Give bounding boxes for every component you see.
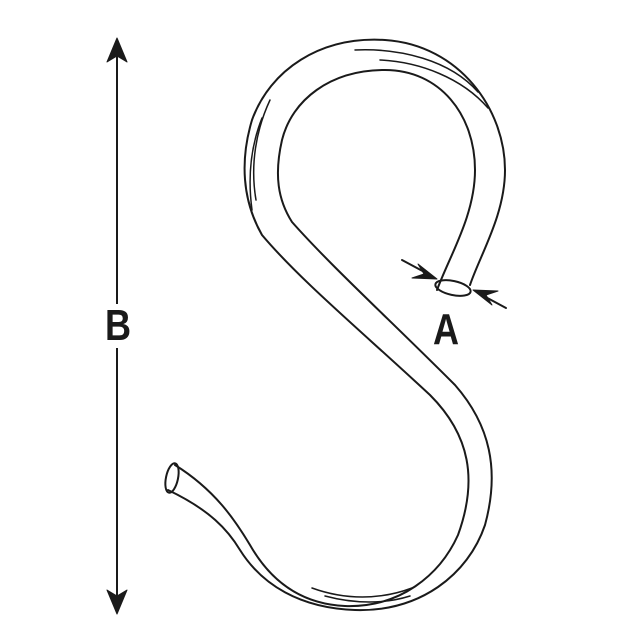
dimension-a-arrow-left xyxy=(411,263,438,280)
dimension-b-label: B xyxy=(101,304,135,348)
hook-inner-outline xyxy=(167,69,493,612)
hook-highlights xyxy=(249,49,489,603)
highlight-bottom-1 xyxy=(311,587,413,598)
highlight-top-1 xyxy=(354,49,479,93)
hook-outer-outline xyxy=(174,38,506,608)
dimension-a-label: A xyxy=(432,305,460,354)
dimension-a xyxy=(401,259,507,309)
highlight-left-2 xyxy=(249,117,263,211)
highlight-left-1 xyxy=(252,99,271,201)
dimension-b-arrow-top xyxy=(106,37,128,63)
highlight-bottom-2 xyxy=(324,595,411,603)
highlight-top-2 xyxy=(379,59,489,109)
dimension-a-arrow-right xyxy=(472,289,499,306)
hook-bottom-end xyxy=(164,462,180,494)
hook-top-end xyxy=(434,279,472,297)
dimension-b-arrow-bottom xyxy=(106,589,128,615)
